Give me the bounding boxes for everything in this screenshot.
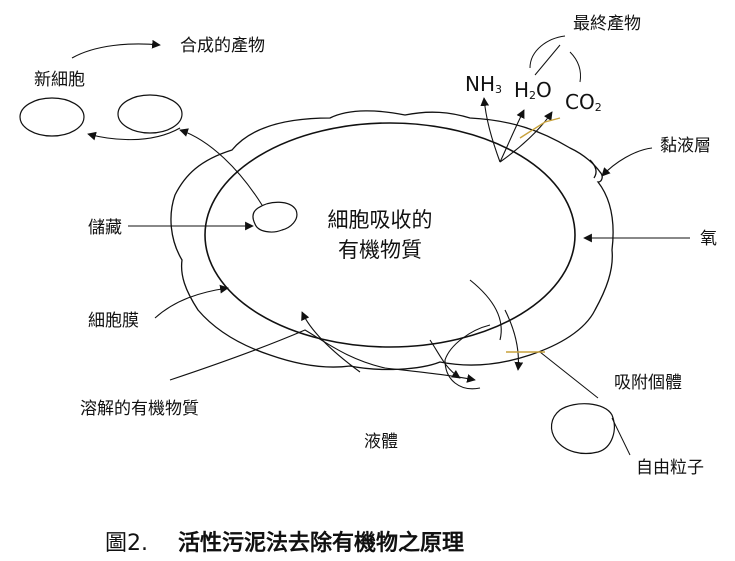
bracket-final-left — [529, 35, 566, 69]
label-liquid: 液體 — [364, 432, 398, 452]
formula-co2: CO2 — [565, 90, 602, 114]
cell-membrane-ellipse — [204, 122, 576, 348]
leader-adsorbed — [512, 351, 599, 399]
new-cell-2 — [117, 94, 183, 134]
co2-sub: 2 — [594, 101, 602, 114]
arrow-nh3 — [480, 97, 501, 163]
arrow-synthesized-products — [71, 39, 161, 59]
label-dissolved-organics: 溶解的有機物質 — [80, 399, 199, 419]
bracket-final-mid — [534, 44, 561, 76]
arrow-adsorbed-1 — [429, 339, 461, 379]
storage-granule — [252, 201, 298, 233]
formula-nh3: NH3 — [465, 72, 502, 96]
accent-final-products — [519, 117, 561, 139]
h2o-sub: 2 — [529, 89, 537, 102]
bracket-final-right — [569, 51, 581, 83]
label-slime-layer: 黏液層 — [660, 136, 711, 156]
arrow-into-cell — [301, 311, 361, 373]
figure-caption: 圖2. 活性污泥法去除有機物之原理 — [105, 525, 464, 557]
arrow-co2 — [499, 111, 553, 163]
nh3-base: NH — [465, 72, 495, 96]
arrow-adsorbed-curve — [444, 324, 491, 390]
arrow-adsorbed-2 — [469, 279, 502, 341]
formula-h2o: H2O — [514, 78, 552, 102]
slime-layer-outline — [170, 110, 614, 371]
arrow-adsorbed-3 — [504, 309, 524, 371]
label-synthesized-products: 合成的產物 — [180, 36, 265, 56]
slime-layer-notch — [589, 159, 597, 179]
arrow-cell-membrane — [154, 284, 229, 319]
nh3-sub: 3 — [495, 83, 502, 96]
arrow-slime-layer — [601, 147, 653, 177]
center-line-1: 細胞吸收的 — [327, 208, 433, 232]
label-oxygen: 氧 — [700, 229, 717, 249]
label-final-products: 最終產物 — [573, 14, 641, 34]
center-line-2: 有機物質 — [338, 238, 422, 262]
figure-number: 圖2. — [105, 531, 148, 556]
arrow-new-cells — [87, 127, 181, 141]
free-particle — [550, 403, 615, 455]
arrow-dissolved-organics — [169, 329, 476, 383]
figure-title: 活性污泥法去除有機物之原理 — [178, 531, 465, 556]
label-free-particles: 自由粒子 — [636, 458, 704, 478]
leader-free-particle — [611, 417, 631, 456]
h2o-post: O — [536, 78, 552, 102]
arrow-storage-to-cells — [179, 128, 263, 206]
label-new-cells: 新細胞 — [34, 70, 85, 90]
cell-absorbed-organics-text: 細胞吸收的 有機物質 — [300, 205, 460, 265]
h2o-pre: H — [514, 78, 530, 102]
arrow-h2o — [499, 109, 525, 163]
new-cell-1 — [19, 97, 85, 137]
co2-base: CO — [565, 90, 595, 114]
label-cell-membrane: 細胞膜 — [88, 311, 139, 331]
label-adsorbed-bodies: 吸附個體 — [614, 373, 682, 393]
label-storage: 儲藏 — [88, 218, 122, 238]
